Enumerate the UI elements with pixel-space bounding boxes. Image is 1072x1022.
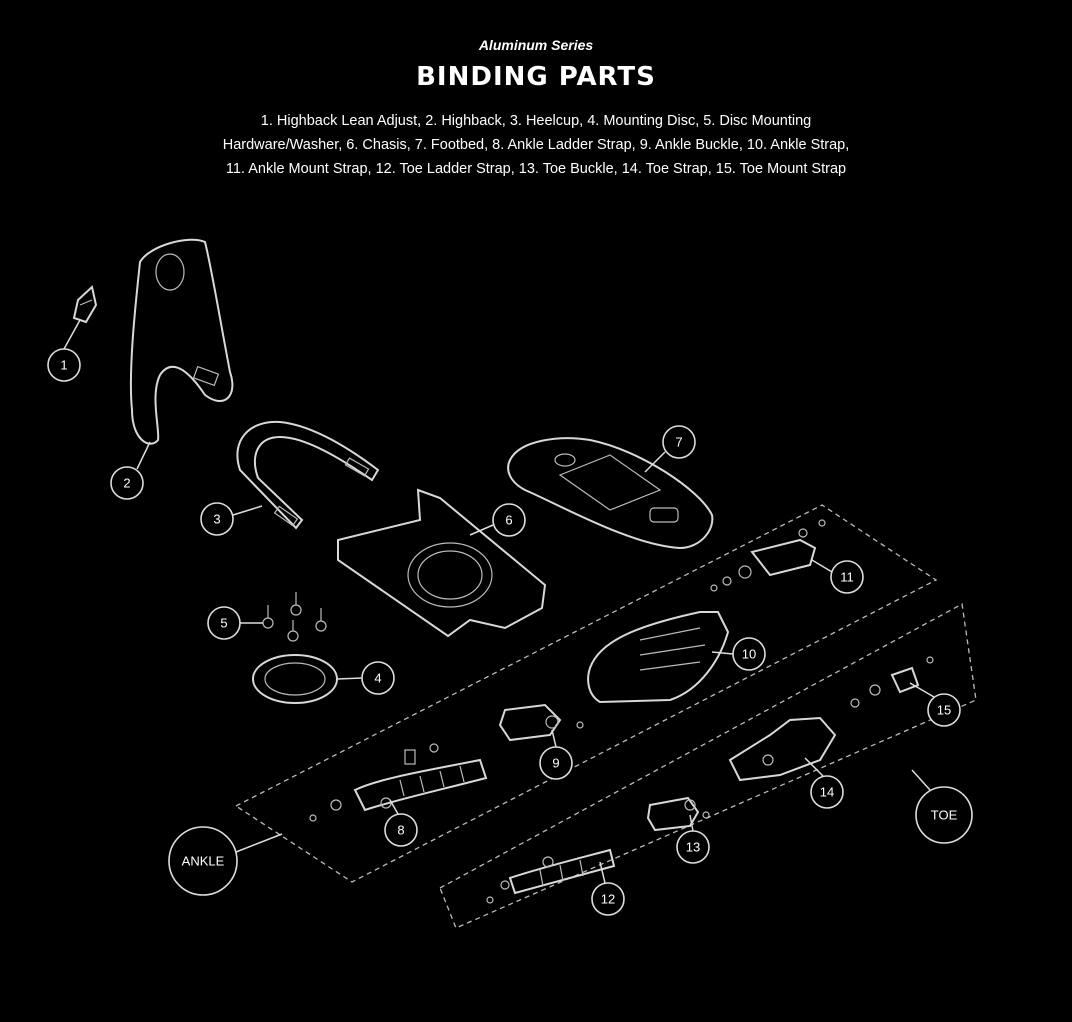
leader-lines — [63, 319, 935, 884]
callout-14: 14 — [810, 775, 844, 809]
callout-label: 5 — [220, 616, 227, 631]
ankle-buckle-part — [498, 703, 584, 742]
page-title: BINDING PARTS — [416, 62, 656, 92]
highback-part — [129, 238, 234, 445]
callout-label: 13 — [686, 840, 700, 855]
parts-legend: 1. Highback Lean Adjust, 2. Highback, 3.… — [0, 109, 1072, 181]
parts-legend-line: 1. Highback Lean Adjust, 2. Highback, 3.… — [260, 113, 812, 129]
callout-1: 1 — [47, 348, 81, 382]
footbed-part — [507, 437, 714, 550]
callout-8: 8 — [384, 813, 418, 847]
group-label: ANKLE — [182, 854, 225, 869]
parts-legend-line: Hardware/Washer, 6. Chasis, 7. Footbed, … — [222, 137, 850, 153]
heelcup-part — [236, 420, 380, 530]
callout-7: 7 — [662, 425, 696, 459]
callout-15: 15 — [927, 693, 961, 727]
toe-ladder-strap-part — [486, 848, 616, 904]
disc-hardware-part — [262, 592, 327, 642]
callout-label: 14 — [820, 785, 834, 800]
callout-2: 2 — [110, 466, 144, 500]
ankle-group-label: ANKLE — [168, 826, 238, 896]
callout-label: 4 — [374, 671, 381, 686]
callout-9: 9 — [539, 746, 573, 780]
callout-label: 10 — [742, 647, 756, 662]
toe-group-plane — [439, 602, 977, 929]
toe-group-label: TOE — [915, 786, 973, 844]
callout-label: 11 — [840, 570, 854, 585]
highback-lean-adjust-part — [72, 285, 98, 324]
mounting-disc-part — [252, 654, 338, 704]
callout-12: 12 — [591, 882, 625, 916]
ankle-ladder-strap-part — [309, 743, 488, 822]
ankle-mount-strap-part — [710, 519, 826, 592]
toe-mount-strap-part — [890, 656, 934, 694]
callout-label: 12 — [601, 892, 615, 907]
toe-buckle-part — [646, 796, 710, 832]
callout-label: 2 — [123, 476, 130, 491]
callout-3: 3 — [200, 502, 234, 536]
callout-label: 15 — [937, 703, 951, 718]
chassis-part — [337, 488, 547, 638]
callout-10: 10 — [732, 637, 766, 671]
parts-legend-line: 11. Ankle Mount Strap, 12. Toe Ladder St… — [225, 161, 847, 177]
callout-label: 3 — [213, 512, 220, 527]
group-label: TOE — [931, 808, 958, 823]
toe-strap-part — [728, 684, 881, 782]
callout-label: 1 — [60, 358, 67, 373]
callout-13: 13 — [676, 830, 710, 864]
ankle-group-plane — [234, 504, 938, 883]
callout-6: 6 — [492, 503, 526, 537]
callout-label: 8 — [397, 823, 404, 838]
callout-label: 6 — [505, 513, 512, 528]
callout-4: 4 — [361, 661, 395, 695]
callout-label: 9 — [552, 756, 559, 771]
callout-label: 7 — [675, 435, 682, 450]
callout-5: 5 — [207, 606, 241, 640]
ankle-strap-part — [587, 611, 730, 704]
series-subtitle: Aluminum Series — [478, 37, 594, 53]
callout-11: 11 — [830, 560, 864, 594]
